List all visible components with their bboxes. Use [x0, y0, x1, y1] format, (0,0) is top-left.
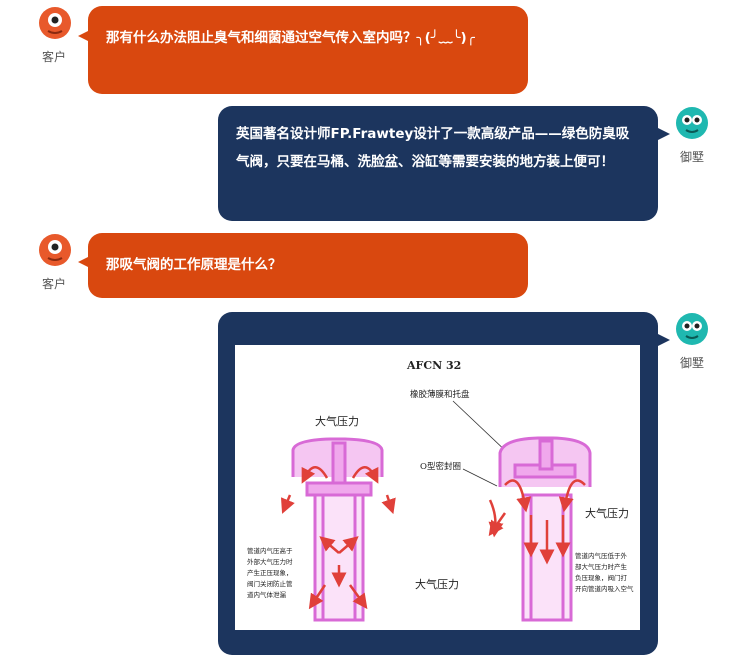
label-oring: O型密封圈 — [420, 461, 461, 472]
agent-avatar-icon — [675, 106, 709, 140]
svg-text:负压现象，阀门打: 负压现象，阀门打 — [575, 573, 628, 582]
svg-text:道内气体泄漏: 道内气体泄漏 — [247, 590, 287, 599]
svg-text:管道内气压低于外: 管道内气压低于外 — [575, 551, 628, 560]
diagram-title: AFCN 32 — [406, 359, 461, 372]
message-text: 英国著名设计师FP.Frawtey设计了一款高级产品——绿色防臭吸气阀，只要在马… — [236, 126, 630, 170]
sender-name: 客户 — [41, 277, 66, 291]
label-membrane: 橡胶薄膜和托盘 — [410, 389, 470, 400]
valve-diagram-image[interactable]: AFCN 32 橡胶薄膜和托盘 O型密封圈 大气压力 大气压力 大气压力 — [235, 345, 640, 630]
pointer-line — [462, 468, 498, 487]
flow-arrows-left — [280, 466, 396, 610]
sender-name: 客户 — [41, 50, 66, 64]
message-bubble-agent: 英国著名设计师FP.Frawtey设计了一款高级产品——绿色防臭吸气阀，只要在马… — [218, 106, 658, 221]
pointer-line — [452, 400, 511, 456]
bubble-tail — [78, 256, 90, 268]
bubble-tail — [658, 128, 670, 140]
sender-name: 御墅 — [679, 150, 704, 164]
customer-avatar-icon — [38, 233, 72, 267]
agent-avatar-icon — [675, 312, 709, 346]
label-pressure-bottom: 大气压力 — [415, 577, 459, 591]
svg-text:开向管道内吸入空气: 开向管道内吸入空气 — [575, 584, 634, 593]
svg-text:外部大气压力时: 外部大气压力时 — [247, 557, 293, 566]
bubble-tail — [78, 30, 90, 42]
message-bubble-customer: 那吸气阀的工作原理是什么？ — [88, 233, 528, 298]
label-pressure-right: 大气压力 — [585, 506, 629, 520]
note-left: 管道内气压高于 外部大气压力时 产生正压现象， 阀门关闭防止管 道内气体泄漏 — [247, 546, 293, 599]
valve-left — [291, 437, 384, 622]
valve-diagram-svg: AFCN 32 橡胶薄膜和托盘 O型密封圈 大气压力 大气压力 大气压力 — [247, 359, 634, 622]
svg-text:管道内气压高于: 管道内气压高于 — [247, 546, 293, 555]
flow-arrows-right — [488, 479, 586, 565]
customer-avatar-icon — [38, 6, 72, 40]
svg-text:产生正压现象，: 产生正压现象， — [247, 568, 293, 577]
sender-name: 御墅 — [679, 356, 704, 370]
svg-text:部大气压力时产生: 部大气压力时产生 — [575, 562, 628, 571]
message-text: 那吸气阀的工作原理是什么？ — [106, 257, 282, 273]
note-right: 管道内气压低于外 部大气压力时产生 负压现象，阀门打 开向管道内吸入空气 — [575, 551, 634, 593]
svg-text:阀门关闭防止管: 阀门关闭防止管 — [247, 579, 293, 588]
bubble-tail — [658, 334, 670, 346]
label-pressure-left: 大气压力 — [315, 414, 359, 428]
message-text: 那有什么办法阻止臭气和细菌通过空气传入室内吗？╮(╯﹏╰)╭ — [106, 30, 475, 46]
message-bubble-customer: 那有什么办法阻止臭气和细菌通过空气传入室内吗？╮(╯﹏╰)╭ — [88, 6, 528, 94]
valve-right — [498, 436, 592, 622]
